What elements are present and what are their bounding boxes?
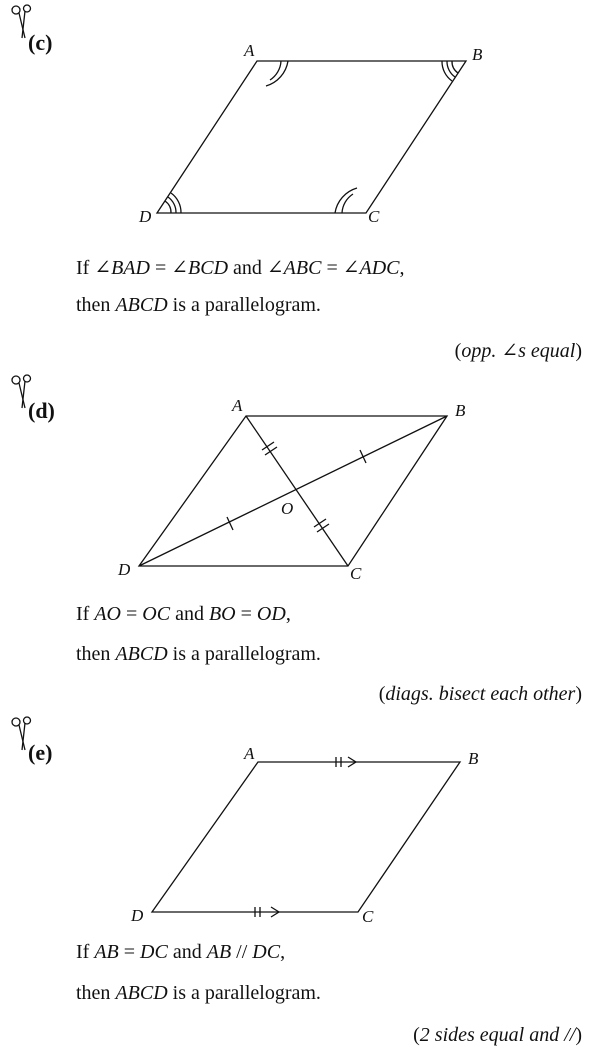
part-label: (e) [28,740,53,765]
vertex-label: C [350,564,362,583]
condition-line: If AO = OC and BO = OD, [76,603,291,625]
angle-c-arc [334,187,358,214]
tick-marks-ao [261,441,278,456]
vertex-label: D [138,207,152,226]
angle-b-arc [451,60,459,74]
angle-d-arc [170,192,182,214]
diagonal-ac [245,415,349,567]
section-c: (c) A B C D If ∠BAD = ∠BCD and ∠ABC = ∠A… [0,0,598,370]
section-d: (d) A B C D O If AO = OC and BO = OD, th… [0,370,598,710]
parallelogram-figure: A B C D [138,41,483,226]
conclusion-line: then ABCD is a parallelogram. [76,643,321,665]
vertex-label: D [117,560,131,579]
section-e: (e) A B C D If AB = DC and AB // DC, the… [0,712,598,1064]
vertex-label: C [362,907,374,926]
vertex-label: A [231,396,243,415]
vertex-label: B [468,749,479,768]
angle-a-arc [269,60,282,81]
tick-mark-bo [359,449,367,464]
angle-b-arc [441,60,453,82]
equal-parallel-marks-dc [254,906,281,918]
parallelogram-figure: A B C D [130,744,479,926]
reason-text: (2 sides equal and //) [413,1024,582,1046]
vertex-label: B [455,401,466,420]
parallelogram-outline [150,761,462,913]
vertex-label: A [243,744,255,763]
angle-c-arc [341,193,354,214]
vertex-label: B [472,45,483,64]
vertex-label: D [130,906,144,925]
conclusion-line: then ABCD is a parallelogram. [76,294,321,316]
vertex-label: C [368,207,380,226]
centre-label: O [281,499,293,518]
part-label: (d) [28,398,55,423]
equal-parallel-marks-ab [335,756,358,768]
reason-text: (diags. bisect each other) [378,683,582,705]
angle-b-arc [446,60,456,78]
scissors-icon [11,4,32,39]
conclusion-line: then ABCD is a parallelogram. [76,982,321,1004]
tick-mark-od [226,516,234,531]
angle-a-arc [265,60,289,87]
condition-line: If AB = DC and AB // DC, [76,941,286,963]
vertex-label: A [243,41,255,60]
condition-line: If ∠BAD = ∠BCD and ∠ABC = ∠ADC, [76,257,405,279]
tick-marks-oc [313,518,330,533]
parallelogram-outline [155,60,468,214]
diagonal-bd [138,415,448,567]
scissors-icon [11,374,32,409]
angle-d-arc [167,196,177,214]
scissors-icon [11,716,32,751]
angle-d-arc [164,200,172,214]
reason-text: (opp. ∠s equal) [454,340,582,362]
part-label: (c) [28,30,53,55]
parallelogram-figure: A B C D O [117,396,466,583]
